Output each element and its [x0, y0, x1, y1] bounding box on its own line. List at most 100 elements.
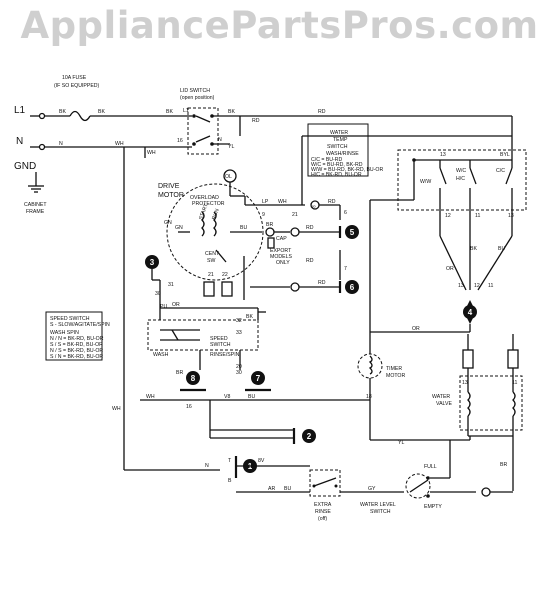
extra-rinse-switch: EXTRA RINSE (off): [309, 469, 341, 522]
svg-text:SPEED: SPEED: [210, 336, 228, 342]
svg-text:8: 8: [191, 374, 196, 383]
svg-text:N: N: [59, 141, 63, 147]
svg-text:N: N: [218, 137, 222, 143]
svg-text:BU: BU: [498, 246, 505, 252]
terminal-4: 4: [463, 300, 477, 324]
svg-text:RD: RD: [252, 118, 260, 124]
svg-text:12: 12: [474, 283, 480, 289]
water-level-switch: FULL EMPTY WATER LEVEL SWITCH: [360, 464, 442, 515]
svg-text:RD: RD: [318, 280, 326, 286]
drive-label: DRIVE: [158, 183, 180, 190]
svg-text:RD: RD: [306, 258, 314, 264]
svg-text:13: 13: [458, 283, 464, 289]
fuse-symbol: [69, 110, 91, 122]
svg-text:SWITCH: SWITCH: [210, 342, 231, 348]
svg-text:L1: L1: [183, 108, 189, 114]
svg-text:RD: RD: [318, 109, 326, 115]
svg-text:21: 21: [208, 272, 214, 278]
svg-text:SWITCH: SWITCH: [370, 509, 391, 515]
svg-text:7: 7: [256, 374, 261, 383]
svg-text:18: 18: [366, 394, 372, 400]
water-temp-title-1: WATER: [330, 130, 348, 136]
svg-text:WASH SPIN: WASH SPIN: [50, 330, 79, 336]
terminal-3: 3: [145, 255, 159, 269]
svg-text:OR: OR: [412, 326, 420, 332]
svg-text:BYL: BYL: [500, 152, 510, 158]
svg-text:W/C: W/C: [456, 168, 466, 174]
svg-text:W/W = BU-RD, BK-RD, BU-OR: W/W = BU-RD, BK-RD, BU-OR: [311, 167, 383, 173]
n-line: N N WH: [16, 136, 145, 151]
lid-pos-label: (open position): [180, 95, 215, 101]
terminal-7: 7: [245, 371, 271, 392]
svg-text:BK: BK: [98, 109, 105, 115]
svg-text:MOTOR: MOTOR: [386, 373, 405, 379]
svg-text:30: 30: [155, 291, 161, 297]
svg-text:V8: V8: [224, 394, 230, 400]
svg-text:BR: BR: [266, 222, 273, 228]
cabinet-label: CABINET: [24, 202, 47, 208]
svg-text:CAP: CAP: [276, 236, 287, 242]
svg-text:C/C = BU-RD: C/C = BU-RD: [311, 157, 343, 163]
speed-switch: SPEED SWITCH RINSE/SPIN WASH 32 33 BK: [147, 314, 259, 358]
water-valve-label-2: VALVE: [436, 401, 452, 407]
svg-text:16: 16: [177, 138, 183, 144]
svg-text:MODELS: MODELS: [270, 254, 292, 260]
svg-text:5: 5: [350, 228, 355, 237]
svg-text:20: 20: [236, 364, 242, 370]
frame-label: FRAME: [26, 209, 45, 215]
svg-text:TIMER: TIMER: [386, 366, 402, 372]
fuse-label: 10A FUSE: [62, 75, 87, 81]
svg-text:YL: YL: [398, 440, 404, 446]
speed-switch-legend: SPEED SWITCH S - SLOW/AGITATE/SPIN WASH …: [45, 311, 110, 361]
protector-label: PROTECTOR: [192, 201, 225, 207]
svg-text:33: 33: [236, 330, 242, 336]
svg-text:SW: SW: [207, 258, 215, 264]
l1-label: L1: [14, 105, 26, 116]
terminal-5: 5: [338, 225, 359, 239]
svg-text:WH: WH: [115, 141, 124, 147]
drive-motor-circle: [166, 183, 264, 281]
svg-text:T: T: [228, 458, 232, 464]
svg-text:ONLY: ONLY: [276, 260, 290, 266]
svg-text:S / S = BK-RD, BU-OR: S / S = BK-RD, BU-OR: [50, 342, 103, 348]
svg-text:BK: BK: [470, 246, 477, 252]
svg-text:N / N = BK-RD, BU-OR: N / N = BK-RD, BU-OR: [50, 336, 104, 342]
svg-text:BU: BU: [284, 486, 291, 492]
svg-text:H/C: H/C: [456, 176, 465, 182]
terminal-6: 6: [338, 280, 359, 294]
svg-text:BU: BU: [240, 225, 247, 231]
svg-text:7: 7: [344, 266, 347, 272]
gnd-label: GND: [14, 161, 36, 172]
svg-text:13: 13: [462, 380, 468, 386]
water-temp-switch: WATER TEMP SWITCH WASH/RINSE C/C = BU-RD…: [307, 123, 383, 178]
svg-text:OL: OL: [225, 174, 232, 180]
svg-text:12: 12: [445, 213, 451, 219]
svg-text:11: 11: [475, 213, 480, 219]
svg-text:13: 13: [440, 152, 446, 158]
svg-text:WATER LEVEL: WATER LEVEL: [360, 502, 396, 508]
svg-text:13: 13: [508, 213, 514, 219]
l1-line: L1 BK 10A FUSE (IF SO EQUIPPED) BK: [14, 75, 158, 122]
watermark: AppliancePartsPros.com: [20, 4, 539, 47]
terminal-2: 2: [292, 428, 316, 444]
lid-switch: LID SWITCH (open position) BK L1 BK 16 N…: [145, 88, 240, 155]
svg-text:BR: BR: [176, 370, 183, 376]
svg-text:∞: ∞: [312, 204, 316, 210]
svg-text:BK: BK: [228, 109, 235, 115]
svg-text:GN: GN: [175, 225, 183, 231]
svg-text:W/C = BU-RD, BK-RD: W/C = BU-RD, BK-RD: [311, 162, 363, 168]
svg-text:BK: BK: [166, 109, 173, 115]
svg-text:BU: BU: [248, 394, 255, 400]
svg-text:S - SLOW/AGITATE/SPIN: S - SLOW/AGITATE/SPIN: [50, 322, 110, 328]
svg-text:OR: OR: [446, 266, 454, 272]
svg-text:RINSE/SPIN: RINSE/SPIN: [210, 352, 240, 358]
lid-switch-label: LID SWITCH: [180, 88, 210, 94]
motor-label: MOTOR: [158, 192, 184, 199]
terminal-8: 8: [180, 371, 206, 392]
svg-text:H/C = BK-RD, BU-OR: H/C = BK-RD, BU-OR: [311, 172, 362, 178]
svg-text:EMPTY: EMPTY: [424, 504, 442, 510]
svg-text:FULL: FULL: [424, 464, 437, 470]
svg-text:4: 4: [468, 308, 473, 317]
overload-label: OVERLOAD: [190, 195, 219, 201]
